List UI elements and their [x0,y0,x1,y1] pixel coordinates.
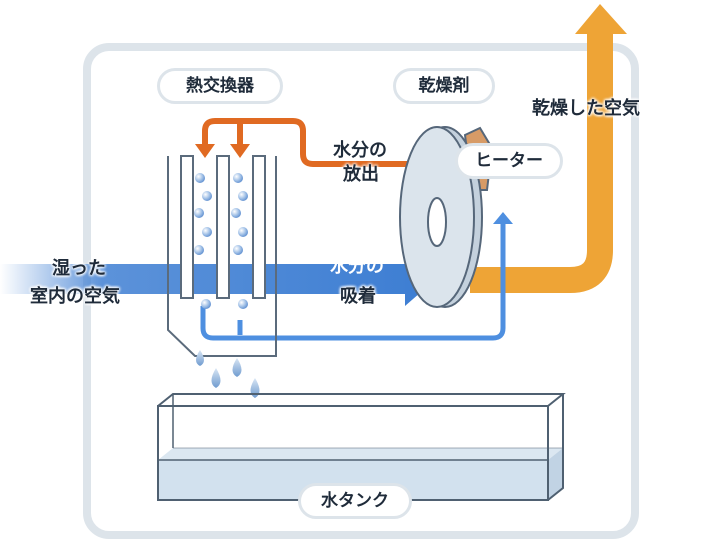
desiccant-label: 乾燥剤 [393,68,495,104]
water-tank-label: 水タンク [298,483,412,519]
humid-air-line-2: 室内の空気 [30,286,120,307]
moisture-adsorb-line-1: 水分の [330,256,384,277]
water-drops [196,350,260,398]
heat-exchanger [167,155,277,357]
moisture-adsorb-line-2: 吸着 [340,286,376,307]
moisture-release-line-2: 放出 [343,164,379,185]
exchanger-plate-1 [180,155,194,299]
rotor-hole [427,197,447,247]
dry-air-label: 乾燥した空気 [532,98,640,119]
humid-air-line-1: 湿った [52,258,106,279]
heater-label: ヒーター [455,143,563,179]
cool-air-path [200,212,513,341]
moisture-release-line-1: 水分の [333,140,387,161]
hot-air-path [195,118,430,167]
exchanger-plate-2 [216,155,230,299]
moisture-bubbles [194,173,248,309]
exchanger-plate-3 [252,155,266,299]
dry-air-arrow [470,4,627,293]
heat-exchanger-label: 熱交換器 [157,68,283,104]
